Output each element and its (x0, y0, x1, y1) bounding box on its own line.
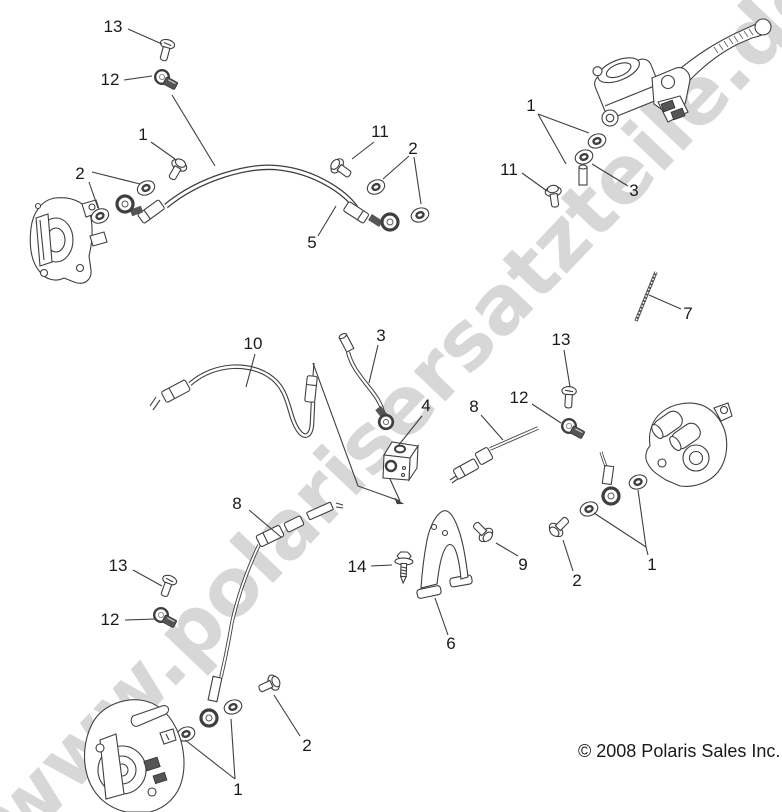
leader-line-13-18 (132, 569, 163, 587)
leader-line-2-3 (88, 181, 99, 209)
leader-line-2-6 (413, 156, 422, 205)
leader-line-2-25 (273, 694, 301, 737)
washer-2b-top-mid (408, 204, 432, 226)
routing-lines (312, 362, 404, 505)
leader-line-1-24 (645, 546, 649, 556)
leader-line-1-24 (593, 512, 647, 548)
leader-line-8-17 (248, 509, 282, 538)
bolt-2-bottom-left (255, 672, 284, 698)
leader-line-14-20 (370, 564, 393, 567)
leader-line-12-19 (124, 618, 157, 621)
screw-13-right (560, 385, 578, 409)
junction-block-4 (382, 441, 419, 482)
leader-line-12-1 (123, 75, 153, 81)
fitting-pin-3 (578, 164, 588, 186)
caliper-bottom-left (83, 699, 185, 812)
leader-line-2-23 (562, 539, 574, 572)
leader-line-9-22 (495, 542, 519, 557)
washer-2a-top-left (133, 176, 159, 200)
brake-line-3 (338, 332, 395, 431)
copyright-text: © 2008 Polaris Sales Inc. (578, 741, 781, 761)
brake-line-10 (149, 362, 318, 438)
leader-line-4-13 (397, 415, 423, 447)
caliper-right (645, 402, 733, 487)
washer-1a-right (577, 498, 601, 520)
leader-line-5-4 (317, 205, 337, 237)
leader-line-1-7 (537, 113, 590, 134)
leader-line-2-3 (91, 171, 141, 185)
leader-line-6-21 (434, 597, 449, 636)
screw-14 (393, 551, 414, 584)
washer-2a-top-mid (363, 175, 389, 199)
brake-line-8-lower (199, 501, 344, 728)
leader-line-8-14 (480, 414, 504, 441)
leader-line-10-11 (245, 353, 256, 388)
leader-line-11-8 (521, 172, 548, 192)
brake-line-8-middle (449, 426, 539, 484)
washer-1a-top-right (585, 130, 609, 152)
bolt-1-top-left (163, 155, 190, 184)
bolt-2-right (545, 512, 574, 541)
leader-line-1-7 (537, 113, 567, 165)
leader-lines (88, 28, 682, 780)
leader-line-7-10 (648, 294, 682, 310)
leader-line-3-9 (591, 163, 629, 187)
clamp-12-right (561, 418, 587, 441)
leader-line-13-0 (127, 28, 163, 45)
clamp-12-bottom-left (152, 607, 179, 630)
caliper-front-left (29, 197, 108, 284)
brake-line-5 (115, 164, 400, 232)
bracket-6 (416, 510, 473, 599)
leader-line-1-26 (184, 739, 236, 780)
leader-line-12-1 (171, 94, 216, 167)
leader-line-11-5 (351, 141, 375, 160)
screw-13-top-left (155, 37, 177, 63)
brake-hose-end-right (599, 451, 621, 506)
screw-13-bottom-left (156, 572, 179, 600)
leader-line-13-15 (563, 349, 571, 388)
leader-line-1-26 (230, 718, 236, 780)
leader-line-3-12 (368, 344, 379, 384)
washer-1b-top-right (572, 146, 596, 168)
bolt-9 (468, 517, 497, 546)
washer-1b-right (626, 471, 650, 493)
leader-line-12-16 (531, 403, 562, 424)
bolt-11-top-left (327, 155, 356, 183)
leader-line-1-24 (637, 489, 647, 548)
bolt-11-top-right (543, 183, 564, 209)
leader-line-1-2 (150, 141, 176, 160)
rod-7 (634, 271, 658, 322)
washer-1a-bottom-left (221, 696, 245, 718)
master-cylinder-assembly (592, 18, 772, 127)
clamp-12-top-left (153, 68, 180, 92)
leader-line-2-6 (382, 155, 410, 180)
